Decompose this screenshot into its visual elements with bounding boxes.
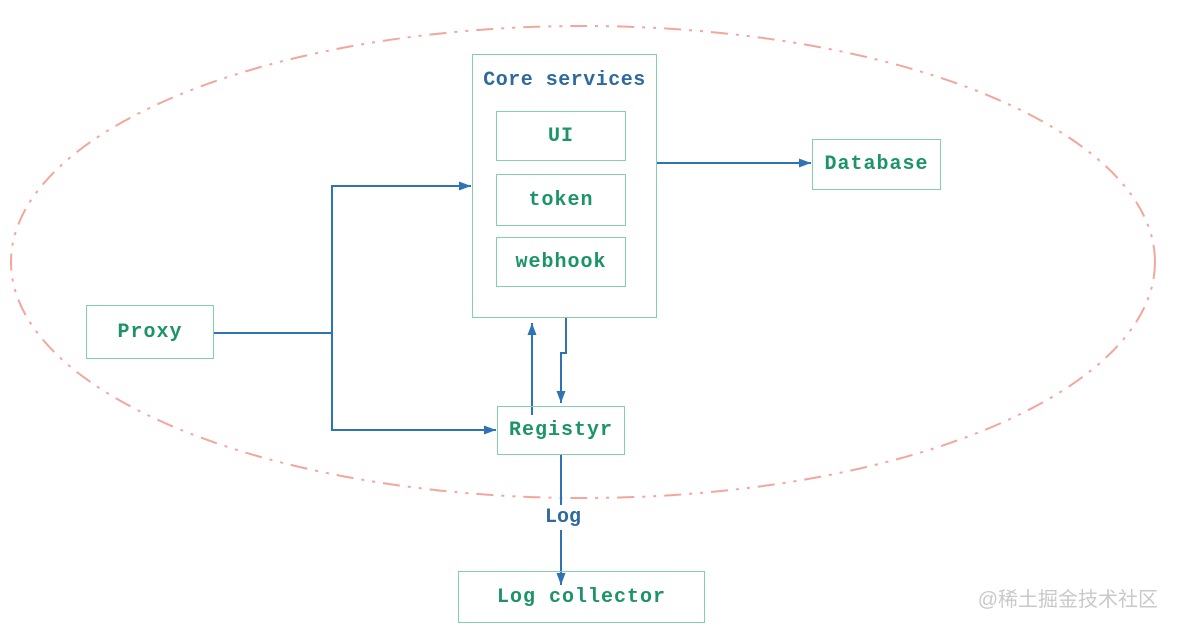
node-registry-label: Registyr	[508, 419, 613, 442]
node-webhook-label: webhook	[515, 250, 607, 274]
edge-label-log: Log	[537, 505, 589, 530]
edge-proxy-to-registry	[331, 333, 496, 435]
watermark: @稀土掘金技术社区	[977, 589, 1158, 611]
core-services-title: Core services	[483, 69, 646, 92]
edge-proxy-to-core	[331, 181, 471, 333]
node-proxy: Proxy	[86, 305, 214, 359]
node-database: Database	[812, 139, 941, 190]
node-core-services: Core services UI token webhook	[472, 54, 657, 318]
node-webhook: webhook	[496, 237, 626, 287]
node-ui-label: UI	[547, 124, 574, 148]
boundary-ellipse	[10, 25, 1156, 499]
node-database-label: Database	[824, 153, 929, 176]
node-proxy-label: Proxy	[117, 320, 183, 344]
node-registry: Registyr	[497, 406, 625, 455]
node-token-label: token	[528, 188, 594, 212]
edge-core-to-registry	[556, 318, 567, 403]
node-ui: UI	[496, 111, 626, 161]
node-log-collector-label: Log collector	[496, 585, 667, 609]
node-token: token	[496, 174, 626, 226]
node-log-collector: Log collector	[458, 571, 705, 623]
